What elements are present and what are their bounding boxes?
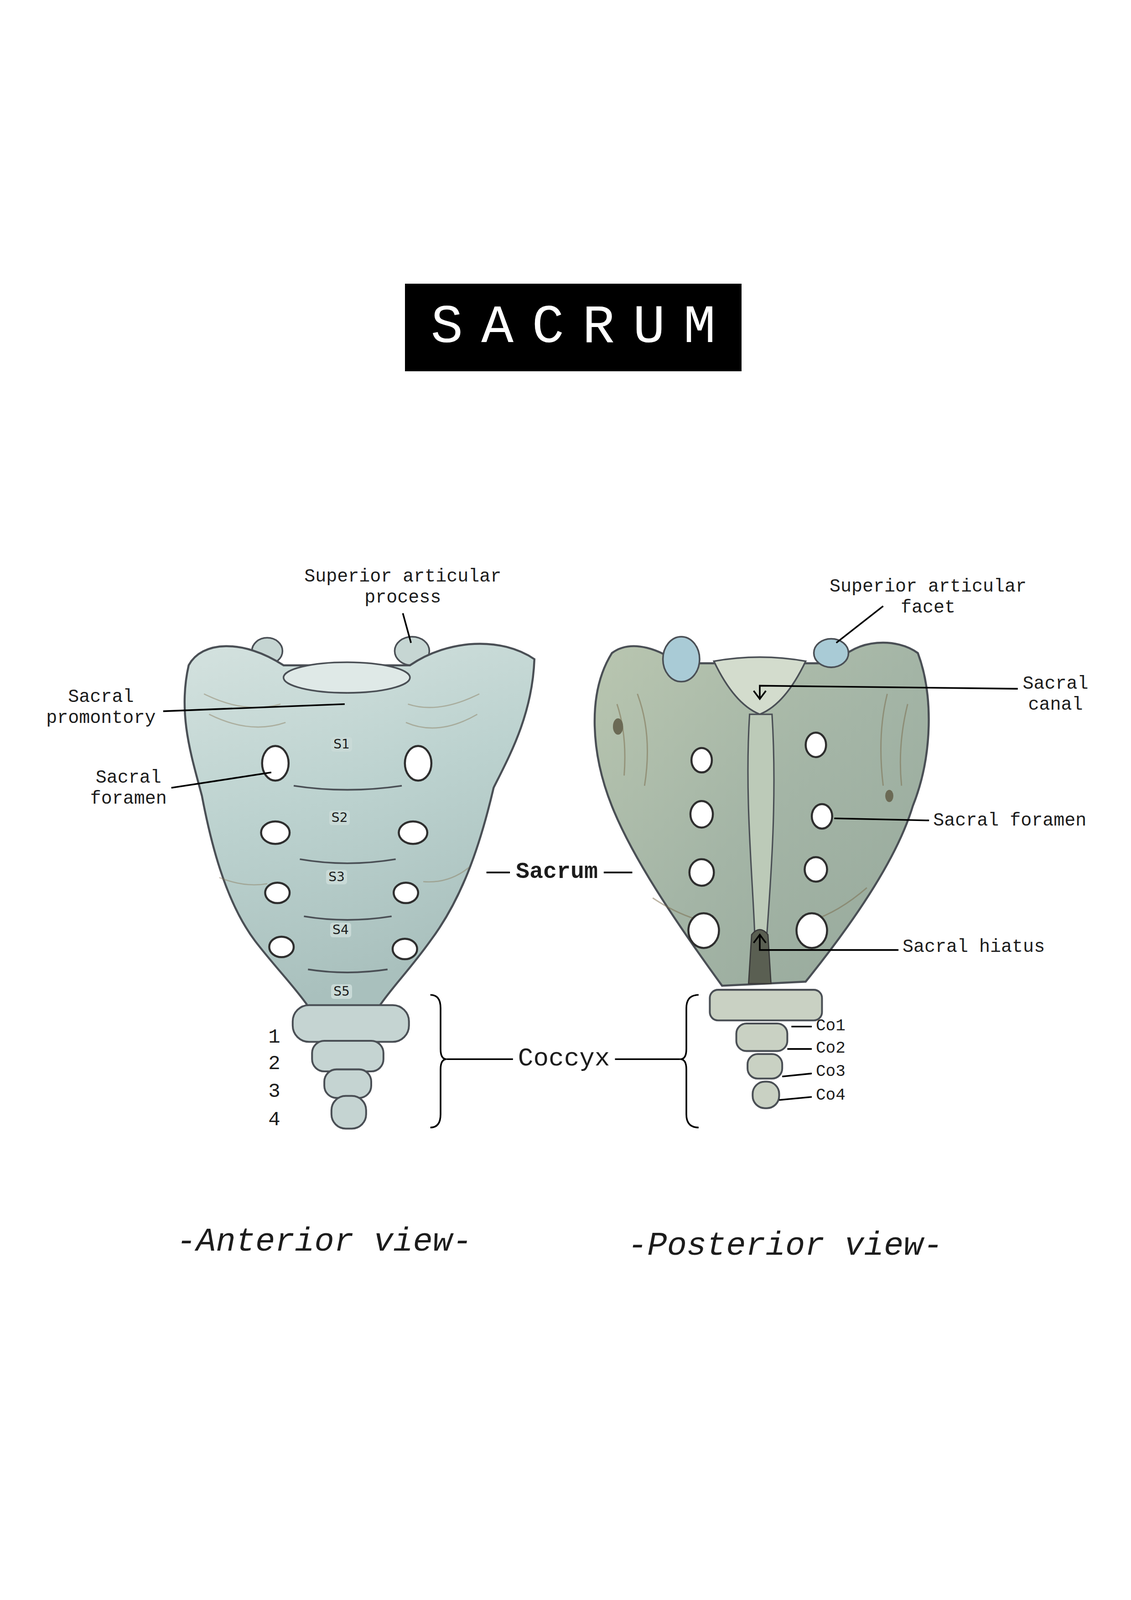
anterior-coccyx <box>292 1005 410 1129</box>
foramen <box>691 747 712 773</box>
posterior-coccyx <box>709 989 822 1109</box>
leader-line <box>402 613 411 644</box>
foramen <box>688 913 719 948</box>
leader-line <box>614 1058 680 1060</box>
foramen <box>811 804 833 829</box>
segment-label: S4 <box>330 922 352 938</box>
leader-line <box>782 1073 812 1077</box>
foramen <box>393 882 419 903</box>
part-label: Superior articular process <box>297 566 508 609</box>
leader-line <box>834 818 929 820</box>
foramen <box>404 745 432 781</box>
median-crest <box>747 714 774 934</box>
anterior-foramina <box>260 745 431 960</box>
foramen <box>260 821 290 844</box>
leader-line <box>486 871 510 874</box>
coccyx-segment <box>324 1069 372 1099</box>
coccyx-segment <box>736 1023 788 1051</box>
articular-facet <box>814 638 849 668</box>
arrow-leader <box>759 935 899 950</box>
posterior-foramina <box>688 732 832 948</box>
coccyx-number: 4 <box>268 1109 281 1131</box>
bracket <box>430 994 447 1128</box>
lateral-hollow <box>612 718 623 735</box>
transverse-ridge <box>293 785 402 973</box>
foramen <box>269 936 294 958</box>
segment-label: S1 <box>331 736 353 752</box>
leader-line <box>787 1047 812 1050</box>
part-label: Sacral foramen <box>87 767 170 810</box>
foramen <box>689 859 715 886</box>
arrow-leader <box>759 685 1018 698</box>
coccyx-number: 1 <box>268 1026 281 1048</box>
part-label: Sacral canal <box>1016 673 1095 716</box>
coccyx-segment <box>747 1053 783 1079</box>
leader-lines <box>163 606 1018 1128</box>
foramen <box>805 732 827 758</box>
leader-line <box>791 1025 812 1028</box>
leader-line <box>778 1096 812 1100</box>
region-label: Coccyx <box>518 1043 611 1074</box>
bracket <box>680 994 699 1128</box>
lateral-hollow <box>885 789 894 803</box>
title-box: SACRUM <box>404 283 742 372</box>
part-label: Sacral hiatus <box>902 936 1045 958</box>
coccyx-segment <box>752 1081 779 1108</box>
sacral-base <box>283 662 410 693</box>
foramen <box>264 882 290 903</box>
sacrum-outline <box>184 643 535 1007</box>
leader-line <box>836 606 884 644</box>
foramen <box>392 938 418 960</box>
part-label: Superior articular facet <box>823 576 1033 619</box>
foramen <box>690 800 713 828</box>
region-label: Sacrum <box>515 858 598 886</box>
articular-facet <box>663 636 701 682</box>
coccyx-segment <box>709 989 822 1021</box>
segment-label: S5 <box>331 984 353 999</box>
part-label: Sacral promontory <box>43 686 158 729</box>
foramen <box>262 745 289 781</box>
leader-line <box>163 704 345 712</box>
leader-line <box>171 772 272 789</box>
leader-line <box>446 1058 513 1060</box>
coccyx-number: 2 <box>268 1053 281 1074</box>
segment-label: S2 <box>329 810 351 825</box>
view-caption: -Anterior view- <box>176 1223 473 1261</box>
arrowhead <box>753 690 767 700</box>
title-text: SACRUM <box>430 297 735 358</box>
segment-label: Co2 <box>815 1039 846 1058</box>
coccyx-segment <box>292 1005 410 1043</box>
leader-line <box>603 871 633 874</box>
segment-label: Co1 <box>815 1017 846 1035</box>
sacrum-outline <box>594 642 929 986</box>
coccyx-segment <box>331 1095 367 1129</box>
segment-label: Co3 <box>815 1063 846 1081</box>
arrowhead <box>753 934 767 943</box>
foramen <box>398 821 428 844</box>
segment-label: Co4 <box>815 1086 846 1105</box>
foramen <box>804 856 827 882</box>
segment-label: S3 <box>326 869 348 885</box>
coccyx-segment <box>311 1040 384 1072</box>
coccyx-number: 3 <box>268 1080 281 1102</box>
part-label: Sacral foramen <box>933 810 1087 832</box>
view-caption: -Posterior view- <box>627 1227 943 1266</box>
foramen <box>796 913 828 948</box>
